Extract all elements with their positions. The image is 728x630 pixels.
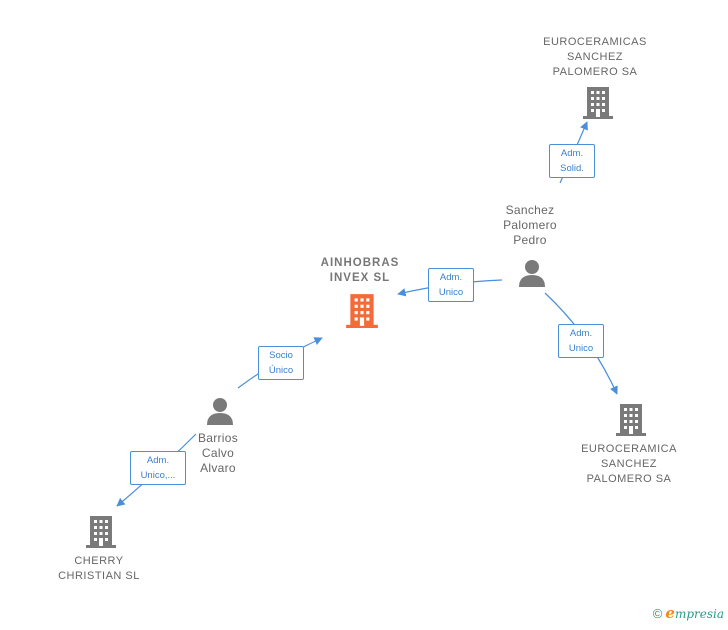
edge-label-adm-unico-multi[interactable]: Adm. Unico,... bbox=[130, 451, 186, 485]
building-icon[interactable] bbox=[616, 402, 646, 436]
person-icon[interactable] bbox=[205, 396, 235, 426]
edge-label-adm-unico[interactable]: Adm. Unico bbox=[558, 324, 604, 358]
company-label-euroceramica[interactable]: EUROCERAMICA SANCHEZ PALOMERO SA bbox=[581, 443, 677, 485]
person-icon[interactable] bbox=[517, 258, 547, 288]
company-label-cherry[interactable]: CHERRY CHRISTIAN SL bbox=[58, 555, 140, 582]
edge-label-socio-unico[interactable]: Socio Único bbox=[258, 346, 304, 380]
edge-label-adm-unico[interactable]: Adm. Unico bbox=[428, 268, 474, 302]
edge-label-adm-solid[interactable]: Adm. Solid. bbox=[549, 144, 595, 178]
person-label-sanchez[interactable]: Sanchez Palomero Pedro bbox=[503, 203, 557, 247]
company-label-ainhobras[interactable]: AINHOBRAS INVEX SL bbox=[320, 257, 400, 284]
footer-brand: ©empresia bbox=[653, 604, 724, 622]
building-icon[interactable] bbox=[346, 292, 378, 328]
brand-logo[interactable]: empresia bbox=[665, 604, 724, 622]
person-label-barrios[interactable]: Barrios Calvo Alvaro bbox=[197, 431, 239, 475]
copyright-symbol: © bbox=[652, 606, 663, 621]
company-label-euroceramicas[interactable]: EUROCERAMICAS SANCHEZ PALOMERO SA bbox=[543, 36, 647, 78]
building-icon[interactable] bbox=[86, 514, 116, 548]
building-icon[interactable] bbox=[583, 85, 613, 119]
